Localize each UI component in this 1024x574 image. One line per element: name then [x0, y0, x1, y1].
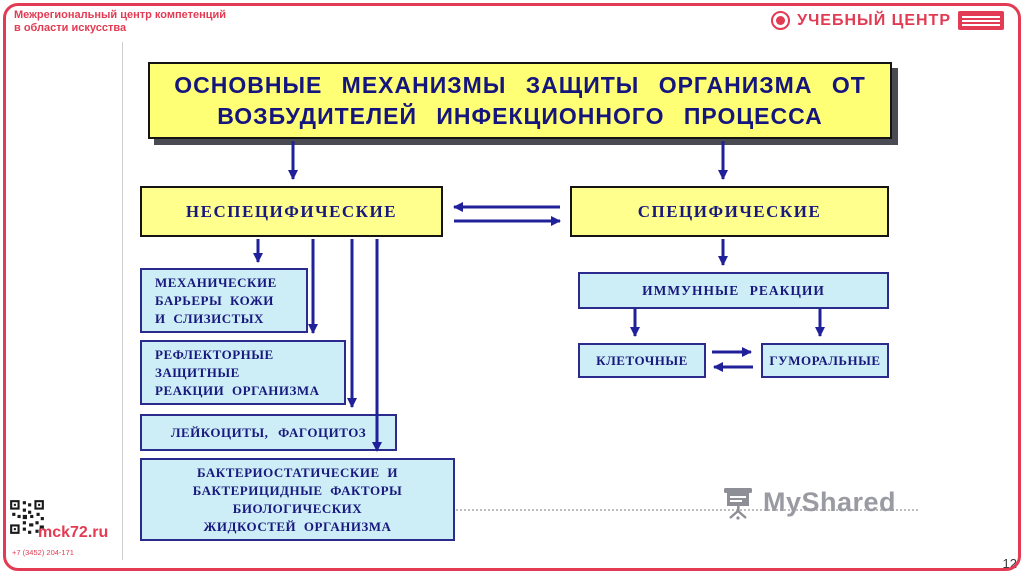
phone-number: +7 (3452) 204-171 — [12, 548, 74, 557]
org-name-line2: в области искусства — [14, 22, 127, 34]
dotted-divider — [456, 509, 918, 511]
logo-title: УЧЕБНЫЙ ЦЕНТР — [797, 11, 951, 29]
immune-reactions-box: ИММУННЫЕ РЕАКЦИИ — [578, 272, 889, 309]
page-number: 12 — [1002, 556, 1017, 571]
nonspecific-box: НЕСПЕЦИФИЧЕСКИЕ — [140, 186, 443, 237]
qr-code — [8, 498, 46, 536]
org-name: Межрегиональный центр компетенций в обла… — [14, 9, 226, 35]
logo-badge — [958, 11, 1004, 30]
humoral-box: ГУМОРАЛЬНЫЕ — [761, 343, 889, 378]
leukocytes-box: ЛЕЙКОЦИТЫ, ФАГОЦИТОЗ — [140, 414, 397, 451]
projector-screen-icon — [724, 488, 752, 520]
slide-left-edge-line — [122, 42, 123, 560]
training-center-logo: УЧЕБНЫЙ ЦЕНТР — [771, 11, 1004, 30]
logo-badge-line — [962, 15, 1000, 18]
diagram-title-box: ОСНОВНЫЕ МЕХАНИЗМЫ ЗАЩИТЫ ОРГАНИЗМА ОТ В… — [148, 62, 892, 139]
watermark-label: MyShared — [763, 486, 897, 517]
specific-box: СПЕЦИФИЧЕСКИЕ — [570, 186, 889, 237]
org-name-line1: Межрегиональный центр компетенций — [14, 9, 227, 21]
target-icon — [771, 11, 791, 30]
logo-badge-line — [962, 19, 1000, 22]
reflex-reactions-box: РЕФЛЕКТОРНЫЕ ЗАЩИТНЫЕ РЕАКЦИИ ОРГАНИЗМА — [140, 340, 346, 405]
site-link: mck72.ru — [38, 524, 109, 541]
bacteriostatic-factors-box: БАКТЕРИОСТАТИЧЕСКИЕ И БАКТЕРИЦИДНЫЕ ФАКТ… — [140, 458, 455, 541]
cellular-box: КЛЕТОЧНЫЕ — [578, 343, 706, 378]
mechanical-barriers-box: МЕХАНИЧЕСКИЕ БАРЬЕРЫ КОЖИ И СЛИЗИСТЫХ — [140, 268, 308, 333]
logo-badge-line — [962, 23, 1000, 26]
myshared-watermark: MyShared — [720, 484, 896, 520]
